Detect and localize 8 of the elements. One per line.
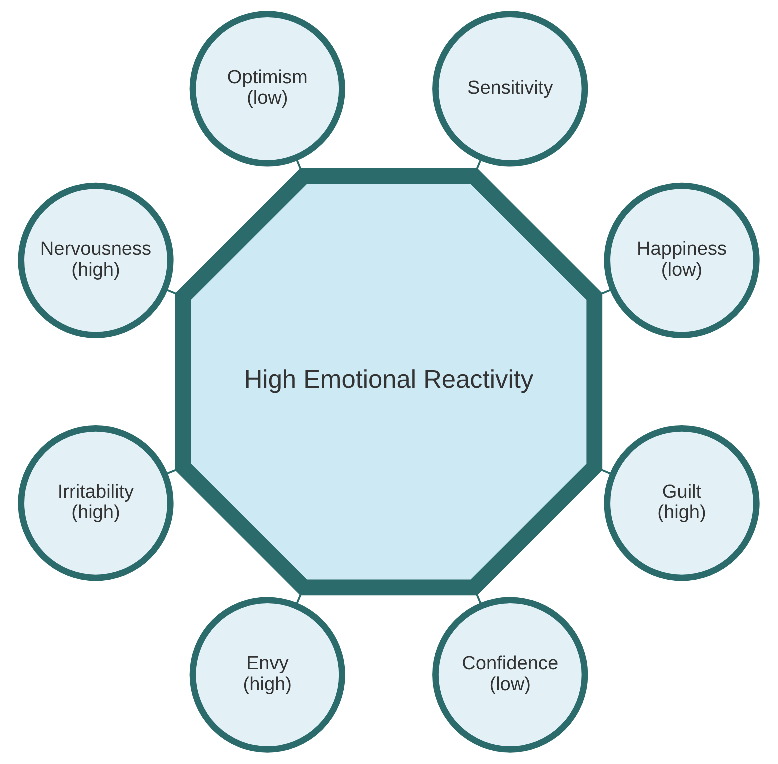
node-circle: Guilt (high) [604, 426, 760, 582]
node-circle: Sensitivity [432, 11, 588, 167]
node-circle: Envy (high) [190, 597, 346, 753]
node-circle: Irritability (high) [18, 426, 174, 582]
node-circle: Nervousness (high) [18, 182, 174, 338]
node-circle: Confidence (low) [432, 597, 588, 753]
node-circle: Optimism (low) [190, 11, 346, 167]
node-circle: Happiness (low) [604, 182, 760, 338]
